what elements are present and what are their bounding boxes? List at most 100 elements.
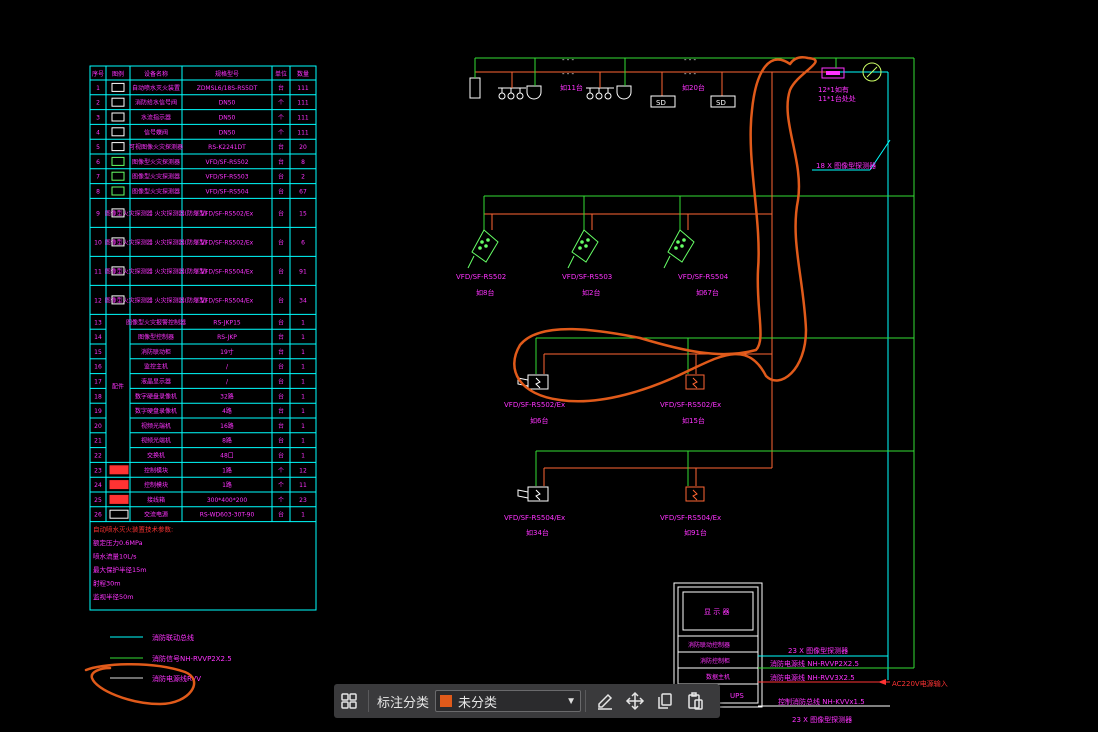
legend-symbol-icon [109, 480, 129, 490]
row2-model-1: VFD/SF-RS502 [456, 273, 506, 281]
table-cell: 台 [278, 238, 284, 246]
cabinet-row-3: 数据主机 [706, 673, 730, 681]
table-cell: 1 [301, 393, 305, 400]
table-cell: 1 [301, 319, 305, 326]
table-note: 最大保护半径15m [93, 565, 147, 574]
table-cell: 台 [278, 333, 284, 341]
table-cell: 视频光端机 [141, 437, 171, 445]
legend-symbol-icon [109, 465, 129, 475]
table-cell: 111 [297, 115, 309, 122]
table-cell: 2 [301, 174, 305, 181]
table-cell: 16路 [220, 422, 234, 430]
table-note: 喷水流量10L/s [93, 552, 137, 561]
annotation-toolbar: 标注分类 未分类 ▼ [334, 684, 720, 718]
table-cell: 20 [94, 423, 102, 430]
table-cell: 25 [94, 497, 102, 504]
move-icon[interactable] [620, 686, 650, 716]
table-cell: 1 [301, 512, 305, 519]
table-cell: 控制模块 [144, 466, 168, 474]
top-label-1: 如11台 [560, 83, 583, 92]
right-label-5: 控制消防总线 NH-KVVx1.5 [778, 697, 865, 706]
table-cell: VFD/SF-RS503 [205, 174, 248, 181]
table-cell: 台 [278, 378, 284, 386]
row4-qty-2: 如91台 [684, 528, 707, 537]
grid-icon[interactable] [334, 686, 364, 716]
table-cell: 图像型火灾探测器 火灾探测器(防爆型) [105, 238, 208, 246]
copy-icon[interactable] [650, 686, 680, 716]
table-cell: 1 [301, 349, 305, 356]
table-cell: 5 [96, 144, 100, 151]
fire-detector-icon [663, 229, 695, 269]
fire-detector-icon [467, 229, 499, 269]
table-cell: 18 [94, 393, 102, 400]
legend-symbol-icon [111, 112, 125, 122]
line-legend-2: 消防信号NH-RVVP2X2.5 [152, 654, 232, 663]
table-header-cell: 规格型号 [215, 70, 239, 78]
table-cell: 台 [278, 407, 284, 415]
table-cell: 台 [278, 158, 284, 166]
row2-qty-3: 如67台 [696, 288, 719, 297]
table-cell: 1 [301, 423, 305, 430]
system-diagram: 如11台 如20台 - - -- - - - - -- - - SD SD 12… [456, 56, 948, 724]
table-cell: 11 [94, 268, 102, 275]
table-cell: 个 [278, 482, 284, 489]
table-cell: 1 [301, 334, 305, 341]
table-cell: 1 [96, 85, 100, 92]
table-cell: 6 [301, 239, 305, 246]
category-dropdown[interactable]: 未分类 ▼ [435, 690, 582, 712]
table-cell: 图像型控制器 [138, 333, 174, 341]
fire-detector-icon [567, 229, 599, 269]
table-cell: RS-K2241DT [208, 144, 246, 151]
row2-qty-2: 如2台 [582, 288, 600, 297]
line-type-legend: 消防联动总线 消防信号NH-RVVP2X2.5 消防电源线RVV [110, 633, 232, 683]
freehand-annotation[interactable] [84, 56, 817, 706]
table-cell: RS-WD603-30T-90 [200, 512, 255, 519]
table-cell: 个 [278, 129, 284, 136]
paste-icon[interactable] [680, 686, 710, 716]
table-cell: 视频光端机 [141, 422, 171, 430]
table-cell: 消防联动柜 [141, 348, 171, 356]
table-cell: 23 [94, 467, 102, 474]
row4-qty-1: 如34台 [526, 528, 549, 537]
svg-text:- - -: - - - [562, 56, 575, 64]
row3-qty-2: 如15台 [682, 416, 705, 425]
table-cell: 台 [278, 452, 284, 460]
table-cell: 个 [278, 497, 284, 504]
right-label-1: 23 X 图像型探测器 [788, 646, 848, 655]
ac-input-label: AC220V电源输入 [892, 679, 948, 688]
control-cabinet: 显 示 器 消防联动控制器 消防控制柜 数据主机 UPS [673, 582, 763, 708]
table-cell: 台 [278, 392, 284, 400]
table-cell: 1路 [222, 466, 232, 474]
table-cell: 台 [278, 437, 284, 445]
top-right-note: 18 X 图像型探测器 [816, 161, 876, 170]
table-header-cell: 单位 [275, 70, 287, 78]
svg-text:- - -: - - - [562, 70, 575, 78]
table-cell: 16 [94, 364, 102, 371]
legend-symbol-icon [111, 208, 125, 218]
legend-symbol-icon [111, 156, 125, 166]
legend-symbol-icon [111, 171, 125, 181]
table-cell: 自动喷水灭火装置 [132, 84, 180, 92]
table-cell: DN50 [219, 115, 236, 122]
table-header-cell: 数量 [297, 70, 309, 78]
table-cell: VFD/SF-RS504 [205, 189, 248, 196]
table-cell: 7 [96, 174, 100, 181]
edit-icon[interactable] [590, 686, 620, 716]
table-cell: 32路 [220, 392, 234, 400]
row2-model-2: VFD/SF-RS503 [562, 273, 612, 281]
table-cell: 信号蝶阀 [144, 128, 168, 136]
table-cell: 67 [299, 189, 307, 196]
table-cell: / [226, 364, 229, 371]
category-label: 标注分类 [377, 694, 430, 710]
table-cell: 控制模块 [144, 481, 168, 489]
table-cell: 台 [278, 511, 284, 519]
table-cell: 数字硬盘录像机 [135, 407, 177, 415]
table-cell: / [226, 379, 229, 386]
table-cell: 23 [299, 497, 307, 504]
table-cell: 26 [94, 512, 102, 519]
table-header-cell: 序号 [92, 70, 104, 78]
table-cell: 8路 [222, 437, 232, 445]
table-cell: 台 [278, 188, 284, 196]
